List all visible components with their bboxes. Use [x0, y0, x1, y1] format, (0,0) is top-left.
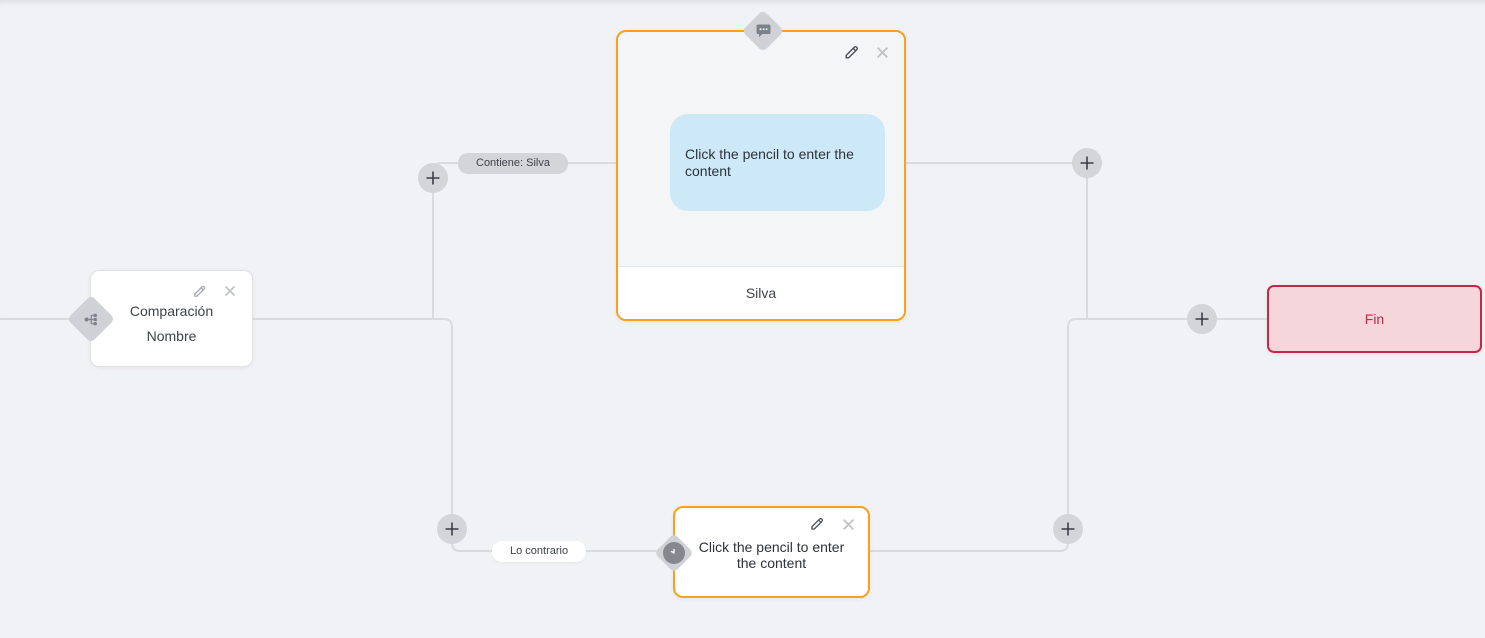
comparison-node[interactable]: Comparación Nombre [66, 270, 253, 367]
add-node-button-bottom-right[interactable] [1053, 514, 1083, 544]
close-icon[interactable] [839, 515, 857, 533]
add-node-button-top-right[interactable] [1072, 148, 1102, 178]
plus-icon [426, 171, 440, 185]
close-icon[interactable] [873, 43, 891, 61]
branch-port[interactable] [66, 294, 116, 344]
message-port[interactable] [741, 9, 785, 53]
message-bubble-text: Click the pencil to enter the content [685, 145, 854, 179]
sitemap-icon [84, 313, 97, 325]
add-node-button-top-left[interactable] [418, 163, 448, 193]
edge-label-condition-true[interactable]: Contiene: Silva [458, 153, 568, 174]
clock-icon [663, 542, 685, 564]
close-icon[interactable] [221, 282, 239, 300]
edit-pencil-icon[interactable] [842, 43, 860, 61]
wait-port[interactable] [654, 533, 694, 573]
message-node-footer: Silva [618, 266, 904, 319]
end-node-label: Fin [1364, 311, 1385, 327]
add-node-button-before-end[interactable] [1187, 304, 1217, 334]
goto-node-text: Click the pencil to enter the content [698, 539, 845, 571]
edit-pencil-icon[interactable] [190, 282, 208, 300]
message-bubble: Click the pencil to enter the content [670, 114, 885, 211]
plus-icon [445, 522, 459, 536]
comparison-subtitle: Nombre [146, 328, 197, 344]
message-node-name: Silva [745, 285, 777, 301]
end-node[interactable]: Fin [1267, 285, 1482, 353]
edit-pencil-icon[interactable] [808, 515, 826, 533]
plus-icon [1080, 156, 1094, 170]
plus-icon [1061, 522, 1075, 536]
message-node[interactable]: Click the pencil to enter the content Si… [616, 9, 906, 321]
goto-node[interactable]: Click the pencil to enter the content [654, 506, 870, 598]
add-node-button-bottom-left[interactable] [437, 514, 467, 544]
edge-label-condition-false[interactable]: Lo contrario [492, 541, 587, 562]
plus-icon [1195, 312, 1209, 326]
comparison-title: Comparación [129, 303, 214, 319]
speech-bubble-icon [756, 24, 770, 37]
